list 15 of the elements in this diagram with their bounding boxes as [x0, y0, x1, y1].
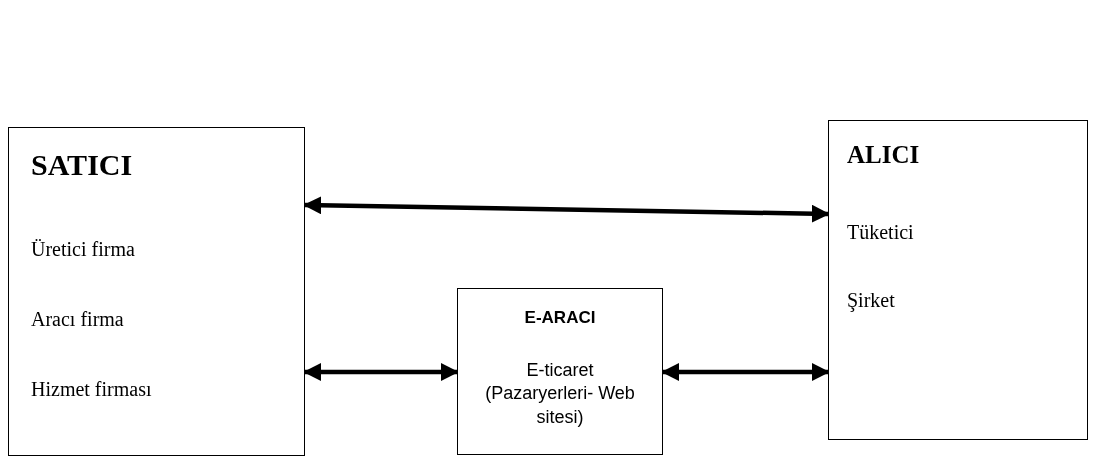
heading: E-ARACI: [523, 307, 597, 329]
text-box: [8, 127, 305, 456]
list-item: Aracı firma: [31, 308, 124, 331]
list-item: Üretici firma: [31, 238, 135, 261]
text-box: [457, 288, 663, 455]
heading: ALICI: [847, 141, 920, 169]
heading: SATICI: [31, 148, 133, 182]
text-box: [828, 120, 1088, 440]
list-item: Şirket: [847, 289, 895, 312]
double-arrow: [303, 363, 459, 381]
list-item: Hizmet firması: [31, 378, 152, 401]
description: E-ticaret (Pazaryerleri- Web sitesi): [485, 359, 635, 429]
double-arrow: [303, 196, 830, 223]
double-arrow: [661, 363, 830, 381]
list-item: Tüketici: [847, 221, 914, 244]
